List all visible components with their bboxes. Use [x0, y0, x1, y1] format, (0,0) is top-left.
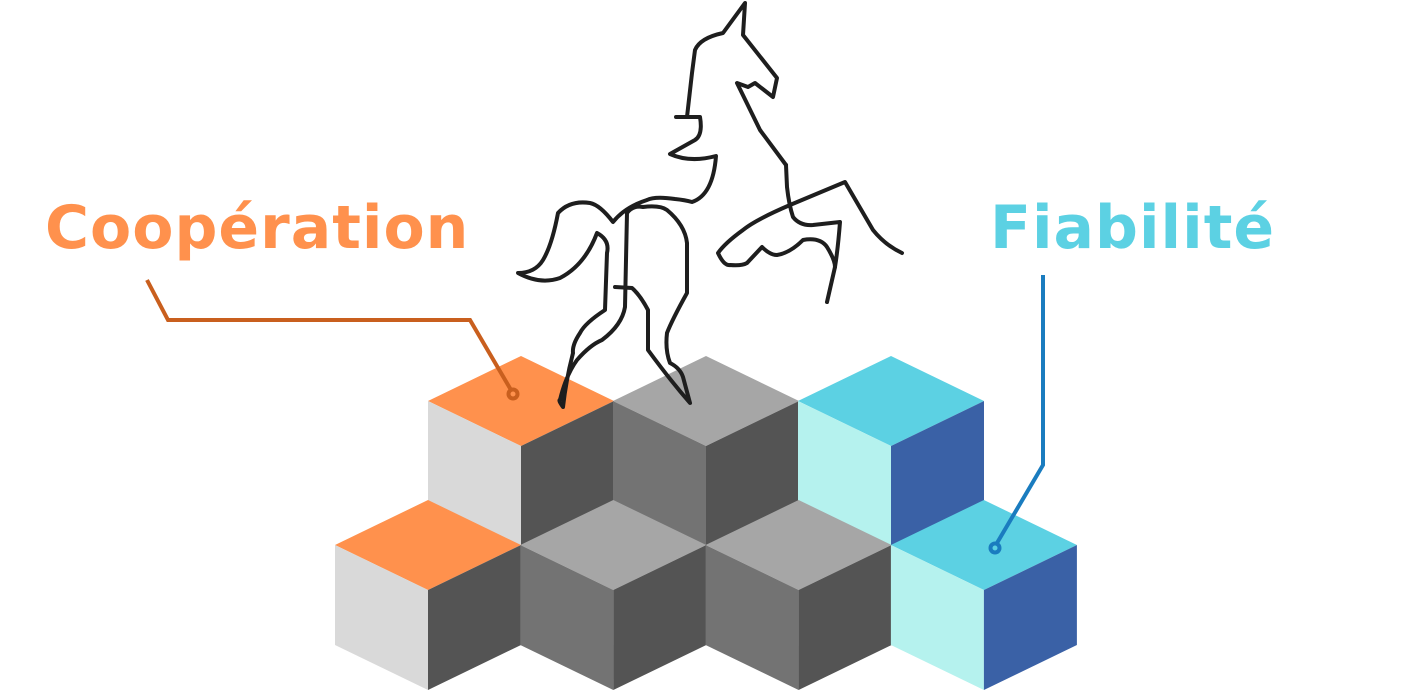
cube-right-face — [983, 545, 1077, 690]
cooperation-anchor-dot — [506, 387, 520, 401]
cube-top-row-gray — [613, 356, 799, 546]
cube-left-face — [520, 545, 614, 690]
cube-left-face — [335, 545, 428, 690]
cube-bottom-row-gray — [705, 500, 892, 690]
cube-left-face — [428, 401, 521, 546]
cube-right-face — [428, 545, 521, 690]
horse-front-leg-bent — [716, 180, 904, 269]
horse-line-drawing — [516, 1, 904, 409]
cube-bottom-row-gray — [520, 500, 707, 690]
cube-left-face — [798, 401, 891, 546]
cube-right-face — [798, 545, 892, 690]
reliability-label: Fiabilité — [990, 193, 1276, 263]
cube-left-face — [613, 401, 706, 546]
cube-top-row-cyan — [798, 356, 984, 546]
cube-left-face — [890, 545, 984, 690]
isometric-cubes — [335, 356, 1077, 690]
cube-right-face — [706, 401, 799, 546]
cooperation-label: Coopération — [45, 193, 470, 263]
horse-front-leg-raised — [784, 163, 842, 304]
cube-right-face — [613, 545, 707, 690]
reliability-anchor-dot — [988, 541, 1002, 555]
cube-bottom-row-orange — [335, 500, 521, 690]
cube-right-face — [891, 401, 984, 546]
reliability-callout-line — [988, 275, 1045, 555]
cube-bottom-row-cyan — [890, 500, 1077, 690]
cooperation-connector — [145, 279, 513, 392]
cooperation-callout-line — [145, 279, 520, 401]
horse-head-body-outline — [516, 1, 788, 409]
cube-right-face — [521, 401, 614, 546]
reliability-connector — [995, 275, 1045, 545]
cube-left-face — [705, 545, 799, 690]
